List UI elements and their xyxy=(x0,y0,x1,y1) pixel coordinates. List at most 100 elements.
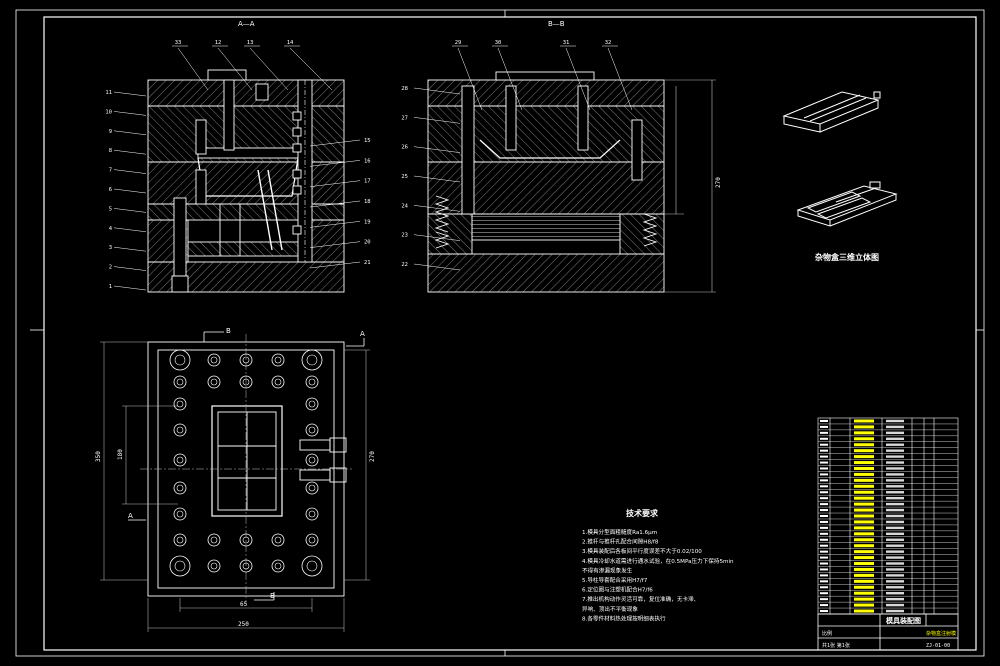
plan-hole xyxy=(305,507,319,521)
callout-aa-right-21: 21 xyxy=(364,260,371,266)
plan-hole xyxy=(173,397,187,411)
tech-requirement-line: 不得有渗漏现象发生 xyxy=(582,566,633,574)
plan-hole xyxy=(305,375,319,389)
callout-bb-top-31: 31 xyxy=(563,40,570,46)
callout-bb-top-29: 29 xyxy=(455,40,462,46)
plan-hole xyxy=(301,555,323,577)
tech-requirement-line: 3.模具装配后各板间平行度误差不大于0.02/100 xyxy=(582,547,702,555)
plan-hole xyxy=(207,353,221,367)
tech-requirement-line: 6.定位圈与注塑机配合H7/f6 xyxy=(582,586,653,594)
plan-width-inner: 65 xyxy=(240,601,248,608)
plan-hole xyxy=(305,481,319,495)
part-iso-upper xyxy=(782,91,881,133)
plan-height-inner: 180 xyxy=(117,449,124,460)
callout-aa-top-12: 12 xyxy=(215,40,222,46)
section-aa-label: A—A xyxy=(238,20,255,28)
bb-left-callouts: 28 27 26 25 24 23 22 xyxy=(401,86,461,271)
plan-hole xyxy=(169,349,191,371)
bb-ejector-zone xyxy=(471,213,621,241)
plan-hole xyxy=(239,353,253,367)
plan-hole xyxy=(271,375,285,389)
callout-aa-left-3: 3 xyxy=(109,245,112,251)
callout-aa-left-11: 11 xyxy=(105,90,112,96)
callout-aa-left-7: 7 xyxy=(109,168,112,174)
callout-aa-top-14: 14 xyxy=(287,40,294,46)
plan-height-outer: 350 xyxy=(95,451,102,462)
title-block-part-name: 杂物盒注射模 xyxy=(926,630,956,637)
callout-aa-right-19: 19 xyxy=(364,219,371,225)
callout-aa-right-18: 18 xyxy=(364,199,371,205)
top-clamp-plate xyxy=(147,79,345,107)
sheet-frame xyxy=(15,9,985,657)
callout-bb-left-28: 28 xyxy=(401,86,408,92)
part-isometric-views xyxy=(782,91,898,227)
plan-hole xyxy=(173,375,187,389)
callout-aa-right-17: 17 xyxy=(364,179,371,185)
plan-dimensions xyxy=(100,341,370,632)
callout-aa-left-5: 5 xyxy=(109,206,112,212)
bb-height-dimension xyxy=(664,79,716,293)
tech-requirement-line: 4.模具冷却水道需进行通水试验，在0.5MPa压力下保持5min xyxy=(582,557,734,565)
parts-list-table xyxy=(817,417,959,615)
plan-marker-a-left: A xyxy=(128,512,133,520)
plan-hole xyxy=(173,453,187,467)
callout-aa-left-10: 10 xyxy=(105,109,112,115)
plan-hole xyxy=(271,353,285,367)
plan-hole xyxy=(271,533,285,547)
callout-bb-left-25: 25 xyxy=(401,174,408,180)
tech-requirement-line: 1.模具分型面粗糙度Ra1.6μm xyxy=(582,528,657,536)
callout-aa-left-8: 8 xyxy=(109,148,112,154)
parts-list-rows xyxy=(818,419,958,613)
callout-bb-left-22: 22 xyxy=(401,262,408,268)
plan-hole xyxy=(301,349,323,371)
plan-hole xyxy=(305,533,319,547)
plan-hole xyxy=(173,423,187,437)
callout-aa-right-15: 15 xyxy=(364,138,371,144)
callout-bb-left-27: 27 xyxy=(401,115,408,121)
plan-marker-b-bottom: B xyxy=(270,592,275,600)
plan-cavity-insert xyxy=(211,405,283,517)
ejector-plate xyxy=(187,241,305,257)
callout-aa-left-2: 2 xyxy=(109,265,112,271)
plan-height-mid: 270 xyxy=(369,451,376,462)
title-block-sheet: 共1张 第1张 xyxy=(822,642,850,649)
callout-bb-left-26: 26 xyxy=(401,145,408,151)
title-block-drawing-no: ZJ-01-00 xyxy=(926,643,950,649)
plan-marker-b: B xyxy=(226,327,231,335)
tech-requirement-line: 异响、顶出不平衡现象 xyxy=(582,605,638,613)
plan-view xyxy=(100,331,370,632)
title-block-scale: 比例 xyxy=(822,630,832,637)
plan-hole xyxy=(173,507,187,521)
callout-aa-top-33: 33 xyxy=(175,40,182,46)
plan-hole xyxy=(239,559,253,573)
callout-bb-left-24: 24 xyxy=(401,203,408,209)
tech-requirement-line: 2.推杆与推杆孔配合间隙H8/f8 xyxy=(582,538,659,546)
plan-hole-pattern xyxy=(169,349,323,577)
plan-width-outer: 250 xyxy=(238,621,249,628)
iso-caption: 杂物盒三维立体图 xyxy=(815,252,879,262)
plan-hole xyxy=(305,453,319,467)
plan-hole xyxy=(207,533,221,547)
bb-bottom-clamp-plate xyxy=(427,253,665,293)
support-plate xyxy=(147,203,345,221)
plan-hole xyxy=(173,481,187,495)
plan-hole xyxy=(173,533,187,547)
callout-aa-right-20: 20 xyxy=(364,240,371,246)
plan-hole xyxy=(239,375,253,389)
callout-aa-left-4: 4 xyxy=(109,226,113,232)
tech-requirements-list: 1.模具分型面粗糙度Ra1.6μm 2.推杆与推杆孔配合间隙H8/f83.模具装配… xyxy=(582,528,734,622)
plan-hole xyxy=(207,375,221,389)
section-bb-label: B—B xyxy=(548,20,565,28)
plan-hole xyxy=(169,555,191,577)
part-iso-lower xyxy=(796,181,898,227)
callout-bb-left-23: 23 xyxy=(401,233,408,239)
plan-hole xyxy=(239,533,253,547)
plan-hole xyxy=(305,397,319,411)
